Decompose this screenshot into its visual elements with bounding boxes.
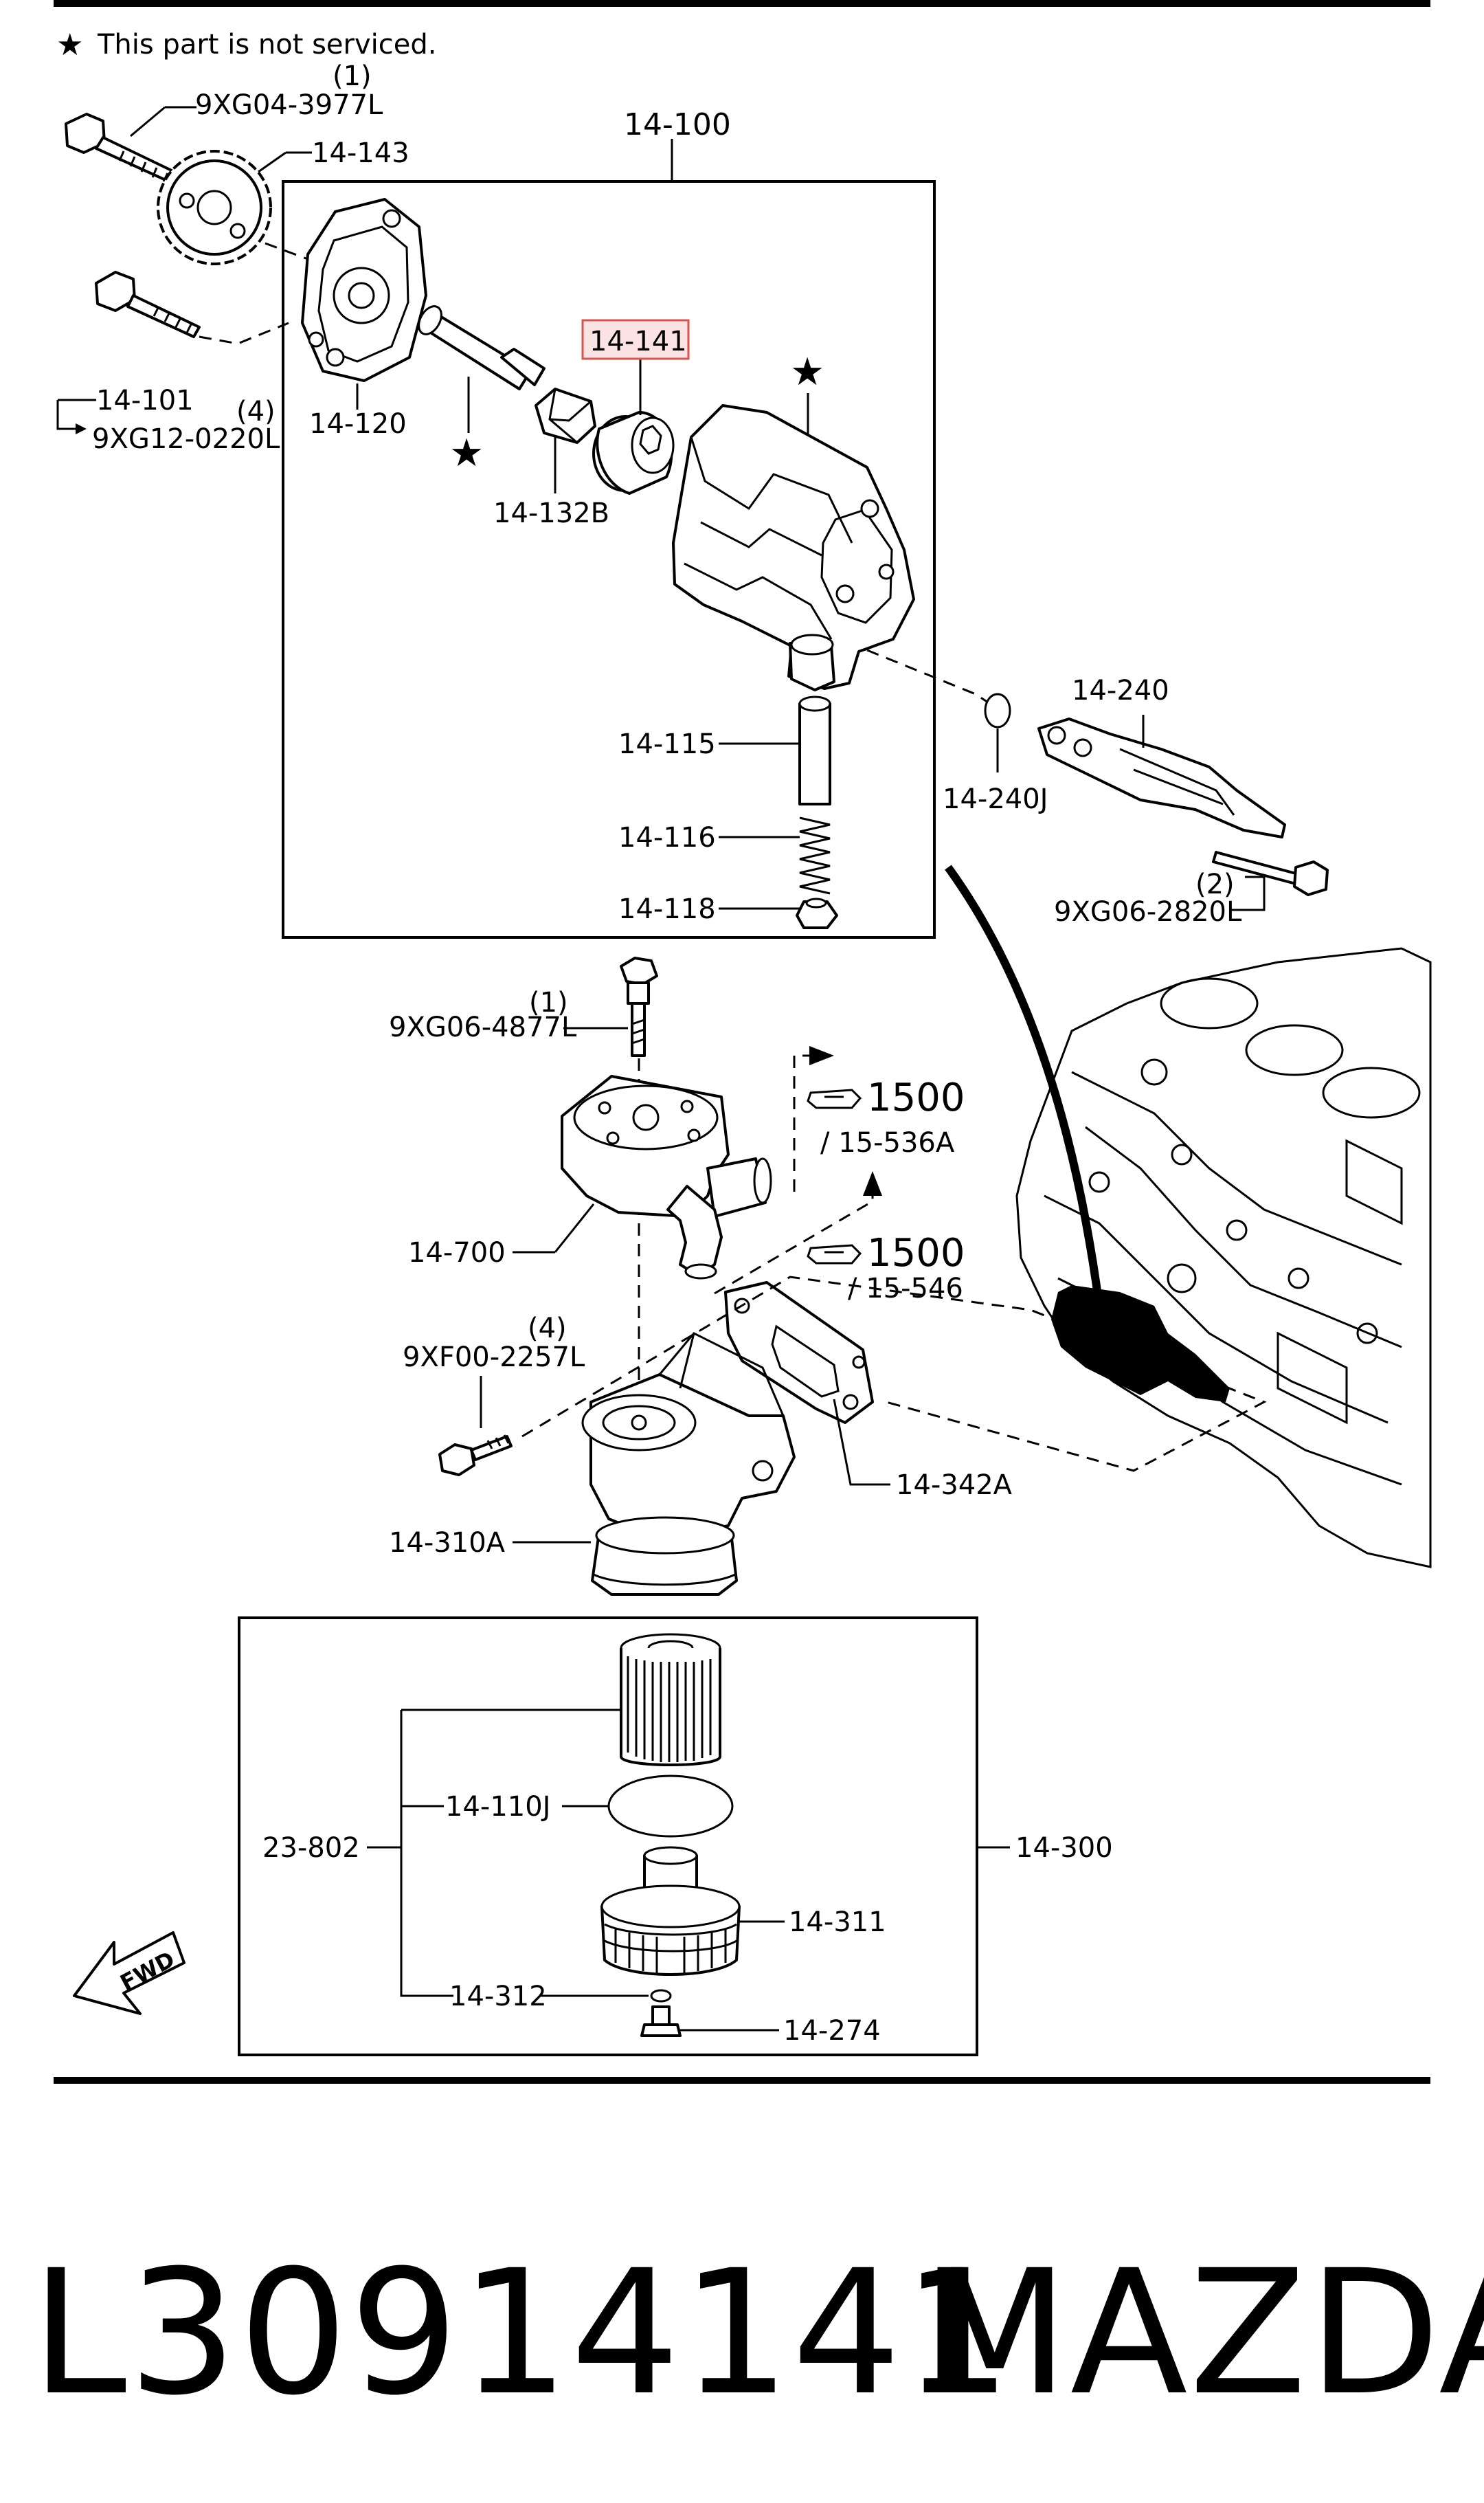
label-23-802: 23-802 <box>262 1832 360 1864</box>
label-14-120: 14-120 <box>309 408 407 440</box>
label-14-342a: 14-342A <box>896 1469 1013 1501</box>
label-9xg06-4877: 9XG06-4877L <box>389 1012 577 1043</box>
oil-cooler-icon <box>561 1075 772 1280</box>
outer-rotor-icon <box>592 411 675 495</box>
label-14-100: 14-100 <box>624 107 731 142</box>
brand-name: MAZDA <box>921 2233 1484 2433</box>
label-14-240j: 14-240J <box>943 783 1048 815</box>
label-14-300: 14-300 <box>1015 1832 1113 1864</box>
qty-9xf00: (4) <box>528 1313 567 1344</box>
label-14-110j: 14-110J <box>445 1791 550 1823</box>
pointing-hand-icon <box>807 1089 862 1109</box>
filter-bracket-icon <box>581 1332 796 1596</box>
label-14-115: 14-115 <box>618 728 716 760</box>
label-14-310a: 14-310A <box>389 1527 506 1559</box>
label-14-240: 14-240 <box>1072 675 1169 707</box>
plunger-icon <box>798 696 831 805</box>
bottom-rule <box>54 2077 1430 2084</box>
filter-element-icon <box>620 1633 721 1766</box>
drain-plug-icon <box>640 2005 682 2037</box>
filter-assembly-box <box>238 1616 978 2056</box>
bolt-9xf00-icon <box>438 1434 513 1476</box>
filter-seal-icon <box>607 1775 734 1838</box>
label-9xg06-2820: 9XG06-2820L <box>1054 896 1242 928</box>
star-icon: ★ <box>56 27 83 63</box>
ref-1500-b: 1500 <box>867 1231 965 1276</box>
bolt-9xg04-icon <box>65 113 179 184</box>
label-14-311: 14-311 <box>789 1906 886 1938</box>
top-rule <box>54 0 1430 7</box>
qty-9xg12: (4) <box>236 396 276 427</box>
highlight-box-14-141 <box>581 319 690 360</box>
fwd-arrow-icon: FWD <box>73 1931 186 2015</box>
label-14-143: 14-143 <box>312 137 409 169</box>
o-ring-icon <box>984 693 1011 728</box>
pump-assembly-box <box>282 180 936 939</box>
pointing-hand-icon <box>807 1244 862 1265</box>
label-14-274: 14-274 <box>783 2015 881 2047</box>
label-14-118: 14-118 <box>618 893 716 925</box>
caption-bar: L30914141 MAZDA <box>0 2220 1484 2447</box>
label-14-132b: 14-132B <box>493 498 609 529</box>
bolt-9xg06-2820-icon <box>1212 851 1329 896</box>
label-14-700: 14-700 <box>408 1237 506 1269</box>
small-o-ring-icon <box>650 1989 672 2003</box>
pump-shaft-icon <box>418 305 546 390</box>
bolt-9xg12-icon <box>95 271 201 338</box>
label-14-312: 14-312 <box>449 1981 547 2012</box>
star-shaft-icon: ★ <box>449 431 484 476</box>
label-9xg04: 9XG04-3977L <box>195 89 383 121</box>
pump-body-icon <box>672 404 915 691</box>
qty-9xg06-2820: (2) <box>1195 869 1235 900</box>
inner-rotor-icon <box>535 388 596 444</box>
ref-1500-a: 1500 <box>867 1076 965 1120</box>
plug-icon <box>796 898 838 929</box>
header-note: This part is not serviced. <box>97 29 436 60</box>
label-14-141: 14-141 <box>589 326 687 357</box>
star-body-icon: ★ <box>790 350 824 394</box>
bolt-9xg06-4877-icon <box>620 957 658 1057</box>
label-14-101: 14-101 <box>96 385 194 416</box>
label-14-116: 14-116 <box>618 822 716 854</box>
label-9xg12: 9XG12-0220L <box>92 423 280 455</box>
ref-15-546: / 15-546 <box>848 1273 963 1304</box>
oil-strainer-icon <box>1037 717 1286 838</box>
part-number: L30914141 <box>31 2233 1013 2433</box>
ref-15-536a: / 15-536A <box>820 1127 955 1159</box>
filter-cap-icon <box>600 1846 741 1976</box>
sprocket-icon <box>157 150 272 265</box>
qty-9xg06-4877: (1) <box>529 987 568 1019</box>
engine-block-icon <box>1015 947 1432 1568</box>
label-9xf00: 9XF00-2257L <box>403 1342 585 1373</box>
spring-icon <box>799 816 831 895</box>
qty-9xg04: (1) <box>333 60 372 92</box>
pump-cover-plate-icon <box>301 198 427 382</box>
